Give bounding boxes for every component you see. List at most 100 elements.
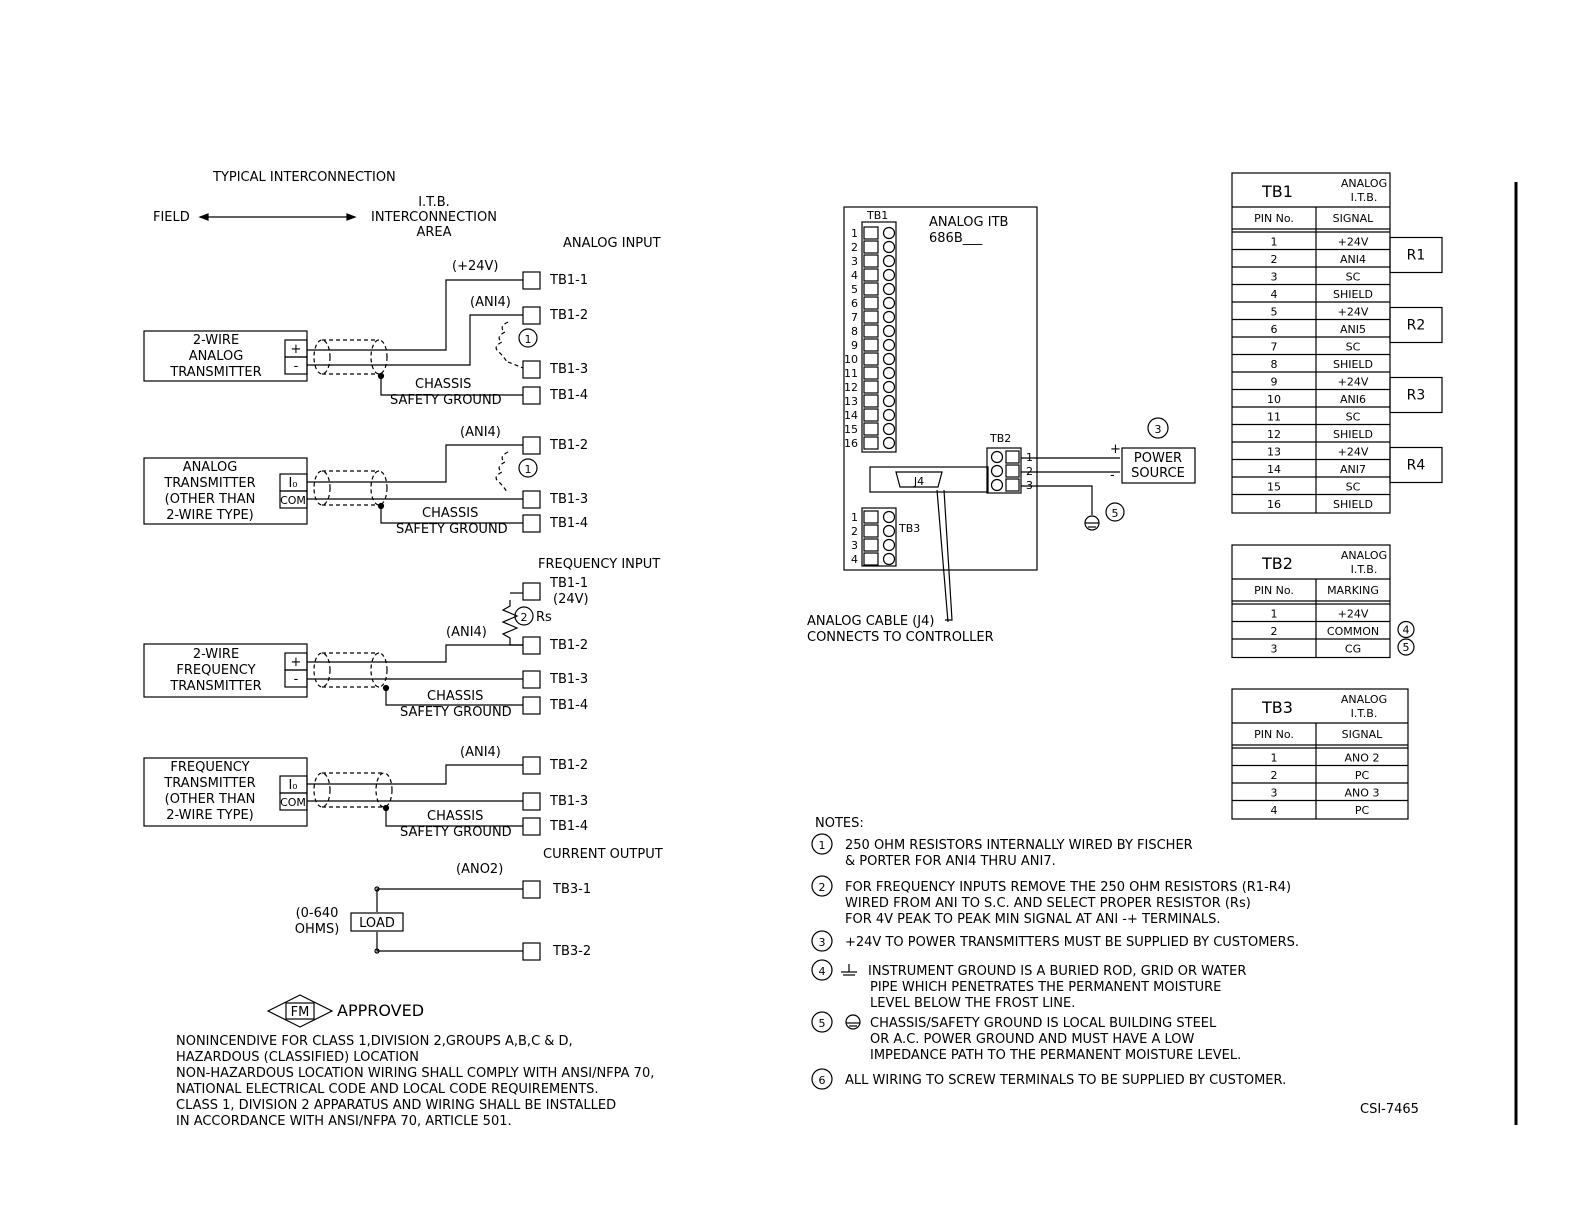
table-cell: 11 (1267, 411, 1281, 424)
j4-recess (869, 466, 989, 493)
screw-terminal (863, 380, 879, 394)
wire-label: (ANI4) (460, 745, 501, 760)
pin-number: 2 (851, 241, 858, 254)
j4-connector-icon (895, 471, 943, 488)
table-cell: PC (1355, 769, 1370, 782)
note-text: LEVEL BELOW THE FROST LINE. (870, 996, 1075, 1011)
notes-list: 1 250 OHM RESISTORS INTERNALLY WIRED BY F… (811, 833, 1299, 1090)
fm-text-line: NATIONAL ELECTRICAL CODE AND LOCAL CODE … (176, 1082, 599, 1097)
table-subtitle: ANALOG (1341, 693, 1387, 706)
pin-number: 10 (844, 353, 858, 366)
note-text: 250 OHM RESISTORS INTERNALLY WIRED BY FI… (845, 838, 1193, 853)
load-label: LOAD (359, 916, 395, 931)
wire-ani4 (307, 444, 523, 483)
note-text: FOR 4V PEAK TO PEAK MIN SIGNAL AT ANI -+… (845, 912, 1220, 927)
fm-text-line: IN ACCORDANCE WITH ANSI/NFPA 70, ARTICLE… (176, 1114, 512, 1129)
table-cell: 3 (1271, 787, 1278, 800)
fm-text-line: HAZARDOUS (CLASSIFIED) LOCATION (176, 1050, 419, 1065)
table-cell: PC (1355, 804, 1370, 817)
table-cell: SHIELD (1333, 428, 1373, 441)
transmitter-label: (OTHER THAN (165, 792, 256, 807)
terminal-label: TB1-4 (549, 819, 588, 834)
terminal-label: TB1-4 (549, 516, 588, 531)
screw-terminal (863, 394, 879, 408)
pin-number: 8 (851, 325, 858, 338)
terminal-label: TB1-2 (549, 308, 588, 323)
pin-number: 5 (851, 283, 858, 296)
transmitter-label: 2-WIRE (193, 333, 239, 348)
chassis-label: CHASSIS (415, 377, 471, 392)
table-cell: 1 (1271, 236, 1278, 249)
terminal-label: TB1-4 (549, 388, 588, 403)
terminal-tb1-4 (522, 386, 541, 405)
terminal-tb1-2 (522, 306, 541, 325)
note-1-marker-icon (518, 328, 538, 348)
rs-resistor-icon (501, 600, 523, 646)
terminal-tb1-2 (522, 756, 541, 775)
fm-approval: FM APPROVED NONINCENDIVE FOR CLASS 1,DIV… (176, 994, 654, 1129)
transmitter-label: TRANSMITTER (163, 476, 255, 491)
shield-left (313, 339, 331, 375)
board-tb1-label: TB1 (866, 209, 888, 222)
terminal-hole-icon (882, 240, 896, 254)
rs-label: Rs (536, 610, 552, 625)
pin-number: 12 (844, 381, 858, 394)
table-title: TB1 (1261, 182, 1293, 201)
power-source-box (1121, 447, 1196, 484)
minus-sign: - (294, 359, 299, 374)
pin-number: 11 (844, 367, 858, 380)
terminal-tb1-2 (522, 436, 541, 455)
resistor-outline (1389, 376, 1443, 414)
table-cell: +24V (1338, 236, 1369, 249)
shield-drain-dot (377, 502, 385, 510)
note-number: 1 (819, 839, 826, 852)
pin-number: 6 (851, 297, 858, 310)
screw-terminal (863, 296, 879, 310)
table-cell: COMMON (1327, 625, 1379, 638)
table-cell: 7 (1271, 341, 1278, 354)
table-cell: SHIELD (1333, 498, 1373, 511)
table-cell: +24V (1338, 306, 1369, 319)
note-text: OR A.C. POWER GROUND AND MUST HAVE A LOW (870, 1032, 1194, 1047)
itb-label-1: I.T.B. (418, 195, 450, 210)
transmitter-label: ANALOG (183, 460, 238, 475)
note-marker: 5 (1403, 641, 1410, 654)
terminal-label: TB1-4 (549, 698, 588, 713)
terminal-hole-icon (882, 268, 896, 282)
wire-ani4 (307, 314, 523, 366)
resistor-box: R1 (1389, 236, 1443, 274)
power-source-label: SOURCE (1131, 466, 1185, 481)
com-label: COM (280, 494, 306, 507)
cable-leader (943, 489, 953, 621)
shield-right (370, 339, 388, 375)
screw-terminal (863, 268, 879, 282)
pin-number: 3 (851, 539, 858, 552)
table-cell: SC (1346, 411, 1361, 424)
table-cell: 5 (1271, 306, 1278, 319)
resistor-lead (507, 361, 524, 369)
shield-right (370, 652, 388, 688)
note-2-marker-icon (514, 606, 534, 626)
table-row: 1 +24V (1271, 236, 1369, 249)
screw-terminal (863, 226, 879, 240)
terminal-tb1-1 (522, 271, 541, 290)
screw-terminal (863, 422, 879, 436)
arrow-right-icon (346, 213, 357, 221)
section-analog-other: ANALOG TRANSMITTER (OTHER THAN 2-WIRE TY… (143, 425, 588, 537)
note-5-marker-icon (1105, 502, 1125, 522)
wire-label: (ANI4) (446, 625, 487, 640)
board-outline (843, 206, 1038, 571)
screw-terminal (863, 352, 879, 366)
table-cell: SC (1346, 481, 1361, 494)
shield-drain-dot (382, 804, 390, 812)
